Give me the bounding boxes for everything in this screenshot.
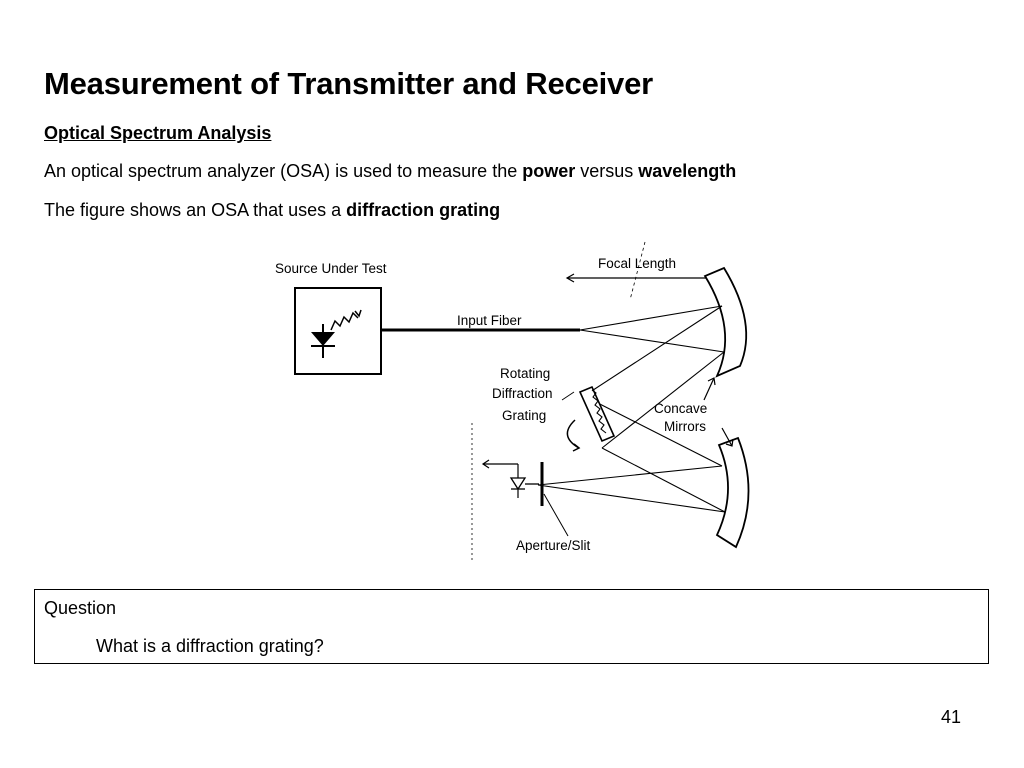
lower-concave-mirror [715, 436, 750, 549]
light-rays [537, 305, 726, 513]
question-heading: Question [44, 598, 117, 618]
aperture-slit-label: Aperture/Slit [516, 538, 591, 553]
osa-description: An optical spectrum analyzer (OSA) is us… [44, 161, 736, 182]
input-fiber-label: Input Fiber [457, 313, 522, 328]
grating-label: Grating [502, 408, 546, 423]
section-subtitle: Optical Spectrum Analysis [44, 123, 272, 143]
question-text: What is a diffraction grating? [96, 636, 324, 656]
osa-diagram-svg: Source Under Test Focal Length Input Fib… [275, 241, 750, 560]
detector-assembly [471, 423, 569, 560]
bold-power: power [522, 161, 576, 181]
bold-diffraction-grating: diffraction grating [346, 200, 501, 220]
slide-title: Measurement of Transmitter and Receiver [44, 66, 653, 101]
concave-label: Concave [654, 401, 707, 416]
osa-description-versus: versus [575, 161, 639, 181]
source-box [294, 287, 382, 375]
figure-description-text: The figure shows an OSA that uses a [44, 200, 347, 220]
rotating-label: Rotating [500, 366, 550, 381]
mirrors-label: Mirrors [664, 419, 706, 434]
mirror-pointer-arrows [703, 377, 734, 447]
source-under-test-label: Source Under Test [275, 261, 387, 276]
diffraction-label: Diffraction [492, 386, 553, 401]
bold-wavelength: wavelength [638, 161, 737, 181]
diffraction-grating [561, 385, 616, 452]
osa-diagram: Source Under Test Focal Length Input Fib… [262, 240, 772, 570]
question-box: Question What is a diffraction grating? [34, 589, 989, 664]
osa-description-text: An optical spectrum analyzer (OSA) is us… [44, 161, 523, 181]
page-number: 41 [941, 707, 962, 727]
focal-length-arrow [565, 241, 722, 301]
figure-description: The figure shows an OSA that uses a diff… [44, 200, 500, 221]
focal-length-label: Focal Length [598, 256, 676, 271]
upper-concave-mirror [703, 266, 748, 378]
